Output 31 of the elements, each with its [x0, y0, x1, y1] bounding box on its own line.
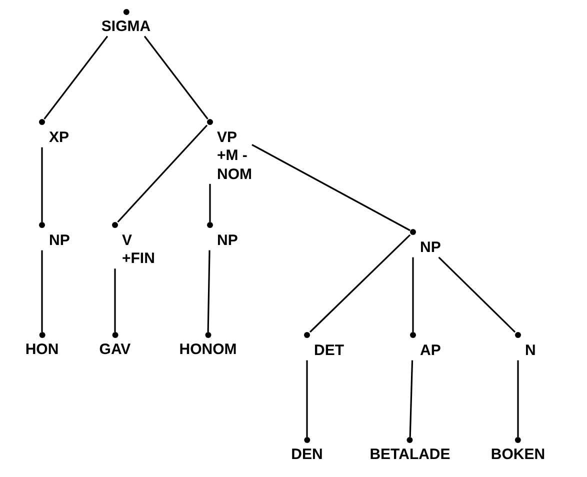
tree-branch	[41, 147, 43, 222]
node-label: NP	[420, 239, 441, 258]
node-label: DET	[314, 342, 344, 360]
node-label: NP	[217, 232, 238, 250]
node-label: BOKEN	[490, 446, 546, 464]
node-label: V +FIN	[122, 232, 155, 269]
node-label: HONOM	[179, 341, 237, 360]
tree-branch	[517, 360, 519, 437]
tree-branch	[310, 234, 411, 333]
tree-branch	[114, 268, 116, 332]
node-label: BETALADE	[370, 446, 450, 464]
tree-branch	[306, 360, 308, 437]
node-label: DEN	[291, 446, 323, 464]
node-label: AP	[420, 342, 441, 360]
tree-branch	[412, 257, 414, 332]
tree-branch	[252, 144, 410, 232]
node-label: SIGMA	[101, 18, 151, 36]
node-label: NP	[49, 232, 70, 250]
tree-branch	[209, 184, 211, 222]
tree-branch	[117, 124, 208, 223]
node-label: VP +M -NOM	[217, 129, 252, 184]
tree-branch	[44, 36, 108, 120]
tree-branch	[409, 360, 414, 438]
tree-branch	[207, 250, 210, 332]
tree-branch	[144, 36, 208, 120]
tree-branch	[41, 250, 43, 332]
node-label: N	[525, 342, 536, 360]
node-label: XP	[49, 129, 70, 148]
node-label: HON	[25, 341, 59, 360]
tree-branch	[438, 256, 516, 333]
node-label: GAV	[99, 341, 131, 360]
